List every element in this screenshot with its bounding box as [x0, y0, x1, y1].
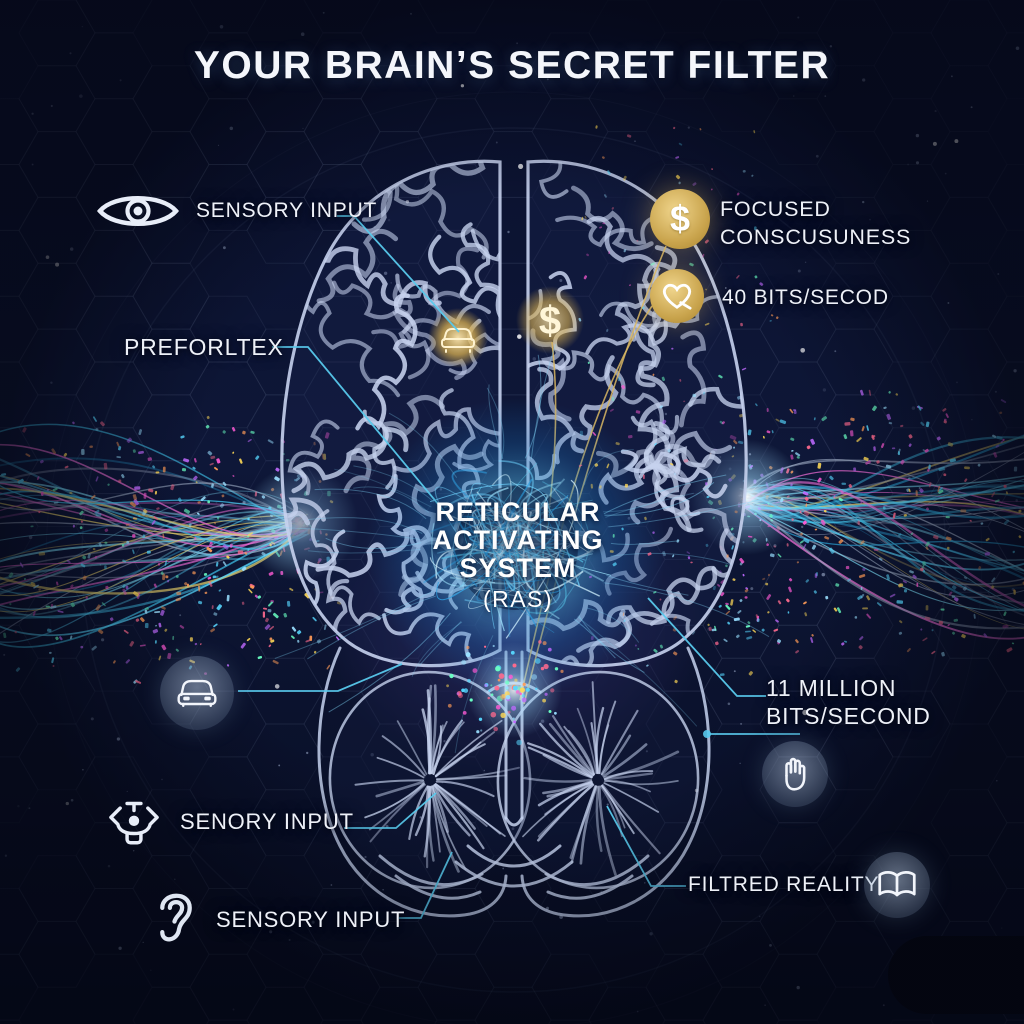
eleven-million-bits-label: 11 MILLION BITS/SECOND [766, 675, 931, 729]
callout-sensory-input-ear: SENSORY INPUT [152, 888, 405, 952]
sensory-input-eye-label: SENSORY INPUT [196, 199, 378, 222]
eye-icon [97, 195, 179, 227]
callout-sensory-input-eye: SENSORY INPUT [96, 188, 377, 234]
ras-center-label: RETICULAR ACTIVATING SYSTEM (RAS) [432, 497, 604, 612]
focused-consciousness-label: FOCUSED CONSCUSUNESS [720, 197, 912, 249]
forty-bits-label: 40 BITS/SECOD [722, 286, 889, 309]
hand-icon [785, 757, 806, 791]
car-badge [160, 656, 234, 730]
prefrontal-cortex-label: PREFORLTEX [124, 334, 284, 360]
forty-bits-badge [650, 269, 704, 323]
ear-icon [160, 893, 192, 942]
callout-sensory-input-taste: SENORY INPUT [104, 796, 354, 848]
heart-icon [662, 283, 692, 310]
filtered-reality-label: FILTRED REALITY [688, 873, 880, 896]
hand-badge [762, 741, 828, 807]
car-icon [177, 679, 217, 708]
sensory-input-taste-label: SENORY INPUT [180, 809, 354, 834]
page-title: YOUR BRAIN’S SECRET FILTER [193, 44, 831, 87]
dollar-coin-icon: $ [669, 198, 691, 239]
sensory-input-ear-label: SENSORY INPUT [216, 907, 406, 932]
book-icon [878, 871, 916, 897]
taste-icon [109, 801, 159, 845]
focused-consciousness-badge: $ [650, 189, 710, 249]
book-badge [864, 852, 930, 918]
